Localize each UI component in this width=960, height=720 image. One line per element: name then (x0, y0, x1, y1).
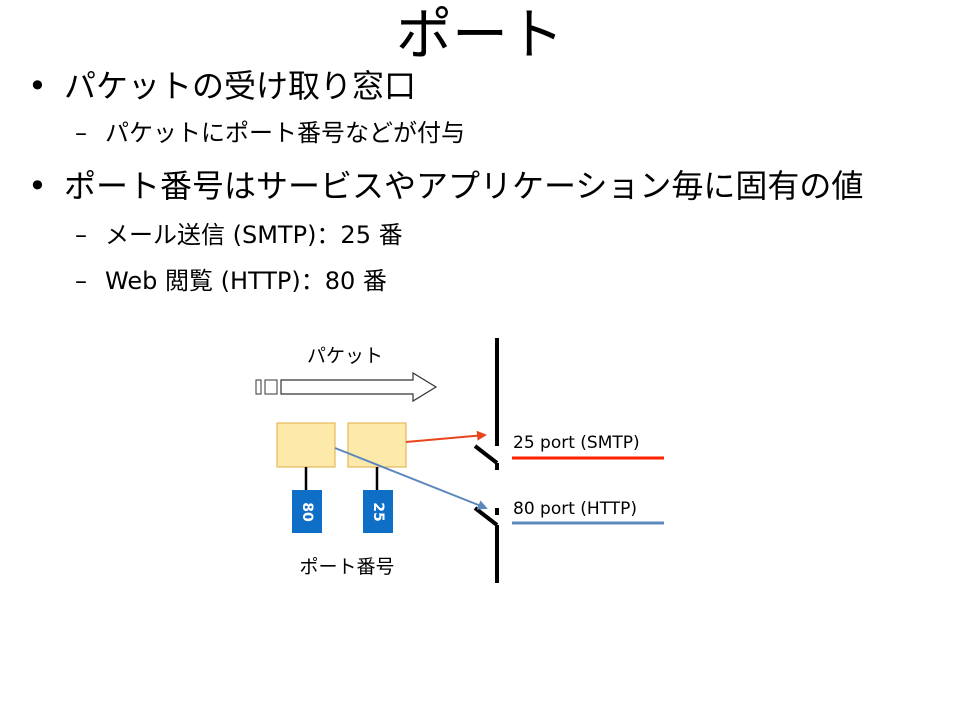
packet-box (276, 422, 336, 468)
bullet-text: パケットの受け取り窓口 (64, 67, 417, 105)
bullet-text: ポート番号はサービスやアプリケーション毎に固有の値 (64, 167, 864, 205)
bullet-list: • パケットの受け取り窓口 – パケットにポート番号などが付与 • ポート番号は… (0, 0, 960, 310)
packet-direction-arrow (255, 371, 438, 403)
port-wall (473, 338, 499, 583)
packet-label: パケット (307, 345, 383, 367)
dash-marker: – (75, 221, 87, 249)
port-tag-80: 80 (292, 490, 322, 533)
sub-bullet-text: メール送信 (SMTP)：25 番 (105, 221, 403, 249)
port-tag-25: 25 (363, 490, 393, 533)
smtp-port-label: 25 port (SMTP) (513, 433, 640, 453)
port-tag-label: 80 (299, 502, 315, 522)
http-route-arrow (334, 447, 488, 510)
sub-bullet-text: パケットにポート番号などが付与 (105, 119, 465, 147)
dash-marker: – (75, 119, 87, 147)
http-port-label: 80 port (HTTP) (513, 499, 637, 519)
dash-marker: – (75, 267, 87, 295)
bullet-marker: • (28, 167, 47, 205)
bullet-item: • ポート番号はサービスやアプリケーション毎に固有の値 (28, 166, 864, 206)
port-tag-label: 25 (370, 502, 386, 521)
sub-bullet-item: – パケットにポート番号などが付与 (75, 117, 465, 149)
sub-bullet-item: – Web 閲覧 (HTTP)：80 番 (75, 265, 387, 297)
smtp-route-arrow (405, 430, 487, 443)
packet-box (347, 422, 407, 468)
sub-bullet-text: Web 閲覧 (HTTP)：80 番 (105, 267, 387, 295)
bullet-marker: • (28, 67, 47, 105)
slide-title: ポート (396, 3, 564, 68)
port-number-label: ポート番号 (299, 556, 394, 578)
sub-bullet-item: – メール送信 (SMTP)：25 番 (75, 219, 403, 251)
bullet-item: • パケットの受け取り窓口 (28, 66, 417, 106)
